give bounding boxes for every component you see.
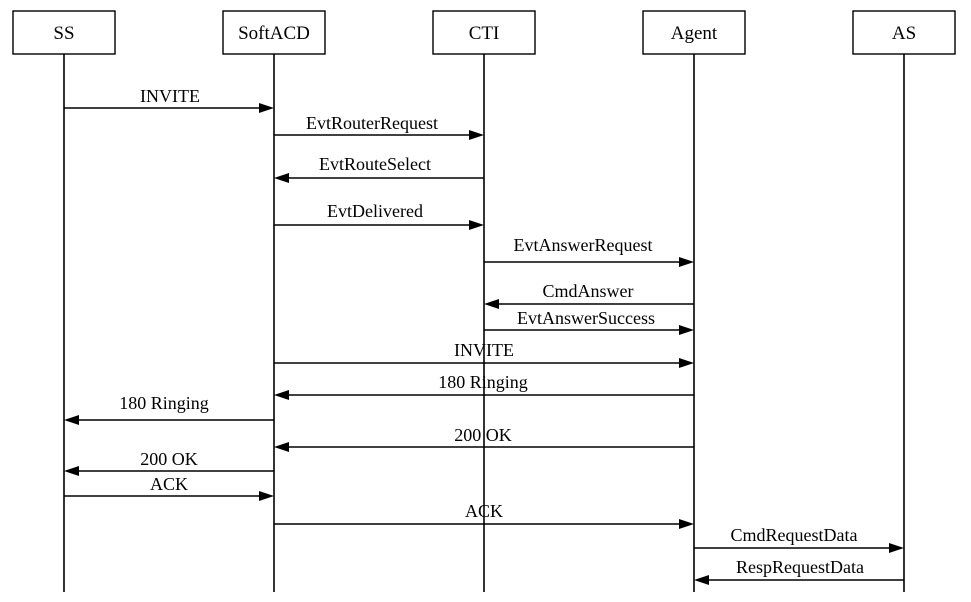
message-cmd-request-data: CmdRequestData — [694, 525, 904, 553]
message-ringing-1: 180 Ringing — [274, 372, 694, 400]
message-invite-2: INVITE — [274, 340, 694, 368]
message-resp-request-data: RespRequestData — [694, 557, 904, 585]
message-evt-route-select: EvtRouteSelect — [274, 154, 484, 183]
arrowhead-right — [889, 543, 904, 553]
message-label: EvtAnswerRequest — [514, 235, 653, 255]
message-label: 200 OK — [454, 425, 512, 445]
message-label: ACK — [150, 474, 188, 494]
actor-ss: SS — [12, 10, 116, 55]
actor-label-ss: SS — [53, 23, 74, 44]
arrowhead-right — [679, 257, 694, 267]
message-label: ACK — [465, 501, 503, 521]
message-ack-2: ACK — [274, 501, 694, 529]
arrowhead-right — [679, 325, 694, 335]
arrowhead-right — [259, 103, 274, 113]
message-evt-router-request: EvtRouterRequest — [274, 113, 484, 140]
arrowhead-right — [469, 220, 484, 230]
arrowhead-left — [64, 466, 79, 476]
arrowhead-right — [259, 491, 274, 501]
actor-box-agent — [642, 10, 746, 55]
actor-label-softacd: SoftACD — [238, 23, 310, 44]
message-label: CmdAnswer — [543, 281, 634, 301]
actor-label-agent: Agent — [671, 23, 718, 44]
message-cmd-answer: CmdAnswer — [484, 281, 694, 309]
message-invite-1: INVITE — [64, 86, 274, 113]
arrowhead-left — [274, 173, 289, 183]
message-label: EvtDelivered — [327, 201, 423, 221]
message-evt-delivered: EvtDelivered — [274, 201, 484, 230]
message-ok-1: 200 OK — [274, 425, 694, 452]
actor-box-cti — [432, 10, 536, 55]
message-label: INVITE — [140, 86, 200, 106]
actor-box-as — [852, 10, 956, 55]
actor-agent: Agent — [642, 10, 746, 55]
actor-label-as: AS — [892, 23, 916, 44]
actor-softacd: SoftACD — [222, 10, 326, 55]
arrowhead-right — [469, 130, 484, 140]
arrowhead-right — [679, 519, 694, 529]
arrowhead-left — [484, 299, 499, 309]
arrowhead-left — [694, 575, 709, 585]
actor-cti: CTI — [432, 10, 536, 55]
actor-box-ss — [12, 10, 116, 55]
message-label: EvtAnswerSuccess — [517, 308, 655, 328]
actor-as: AS — [852, 10, 956, 55]
arrowhead-left — [274, 442, 289, 452]
message-label: INVITE — [454, 340, 514, 360]
arrowhead-left — [64, 415, 79, 425]
message-label: 180 Ringing — [119, 393, 209, 413]
message-label: RespRequestData — [736, 557, 864, 577]
message-label: CmdRequestData — [731, 525, 858, 545]
actor-label-cti: CTI — [469, 23, 500, 44]
message-label: 180 Ringing — [438, 372, 528, 392]
message-label: EvtRouterRequest — [306, 113, 438, 133]
message-evt-answer-success: EvtAnswerSuccess — [484, 308, 694, 335]
arrowhead-left — [274, 390, 289, 400]
message-ok-2: 200 OK — [64, 449, 274, 476]
message-label: 200 OK — [140, 449, 198, 469]
message-label: EvtRouteSelect — [319, 154, 431, 174]
message-evt-answer-request: EvtAnswerRequest — [484, 235, 694, 267]
message-ringing-2: 180 Ringing — [64, 393, 274, 425]
actor-box-softacd — [222, 10, 326, 55]
arrowhead-right — [679, 358, 694, 368]
message-ack-1: ACK — [64, 474, 274, 501]
